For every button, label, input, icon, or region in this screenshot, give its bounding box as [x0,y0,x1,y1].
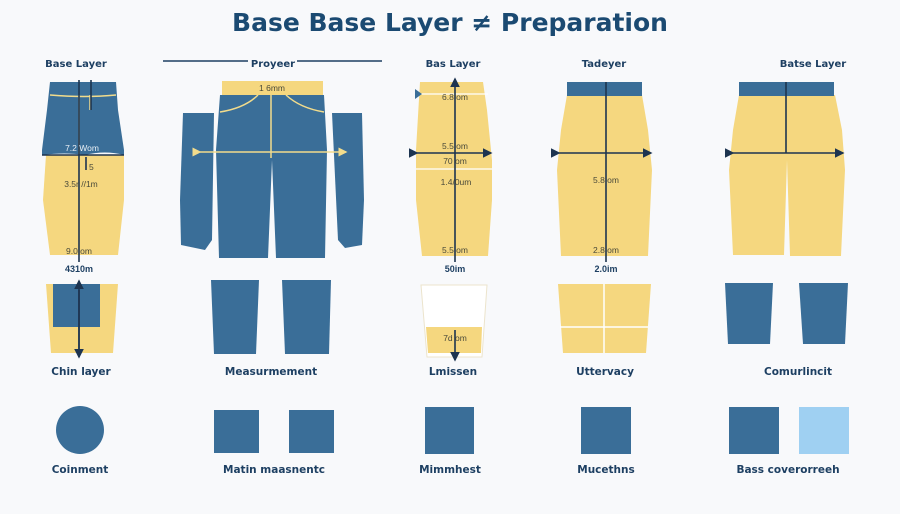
light-blue-swatch [799,407,849,454]
measurement-label: 2.8 om [593,245,619,255]
row2-item-measurmement: Measurmement [211,280,331,378]
row3-item-matin-maasnentc: Matin maasnentc [214,410,334,476]
caption: Lmissen [429,366,477,378]
row2-item-uttervacy: Uttervacy [558,284,651,378]
caption: Mucethns [577,464,635,476]
row3-item-bass-coverorreeh: Bass coverorreeh [729,407,849,476]
row3-item-mucethns: Mucethns [577,407,635,476]
measurement-label: 3.5r //1m [64,179,98,189]
column-heading: Tadeyer [582,59,627,70]
caption: Chin layer [51,366,111,378]
measurement-label: 7d om [443,333,467,343]
garment-base-layer-1: 7.2 Wom 5 3.5r //1m 9.0 om 4310m [42,80,124,274]
measurement-label: 2.0im [594,264,617,274]
column-heading: Batse Layer [780,59,846,70]
measurement-label: 5.8 om [593,175,619,185]
caption: Measurmement [225,366,317,378]
page-title: Base Base Layer ≠ Preparation [232,8,668,37]
measurement-label: 70 om [443,156,467,166]
square-swatch [425,407,474,454]
row3-item-coinment: Coinment [52,406,109,476]
measurement-label: 1.4/0um [441,177,472,187]
garment-tadeyer: 5.8 om 2.8 om 2.0im [551,82,653,274]
measurement-label: 6.8 om [442,92,468,102]
measurement-label: 5.5 om [442,141,468,151]
caption: Coinment [52,464,109,476]
caption: Mimmhest [419,464,481,476]
garment-proyeer: 1 6mm [180,81,364,258]
circle-swatch [56,406,104,454]
square-swatch [289,410,334,453]
row2-item-lmissen: 7d om Lmissen [420,284,488,378]
row3-item-mimmhest: Mimmhest [419,407,481,476]
square-swatch [214,410,259,453]
measurement-label: 7.2 Wom [65,143,99,153]
row2-item-comurlincit: Comurlincit [725,283,848,378]
row2-item-chin-layer: Chin layer [46,279,118,378]
column-heading: Bas Layer [426,59,481,70]
measurement-label: 1 6mm [259,83,285,93]
measurement-label: 5.5 om [442,245,468,255]
measurement-label: 50im [445,264,466,274]
caption: Matin maasnentc [223,464,325,476]
caption: Comurlincit [764,366,832,378]
measurement-label: 9.0 om [66,246,92,256]
measurement-label: 5 [89,162,94,172]
garment-bas-layer: 6.8 om 5.5 om 70 om 1.4/0um 5.5 om 50im [409,77,493,274]
caption: Bass coverorreeh [736,464,839,476]
column-heading: Base Layer [45,59,107,70]
caption: Uttervacy [576,366,634,378]
square-swatch [581,407,631,454]
measurement-label: 4310m [65,264,93,274]
square-swatch [729,407,779,454]
column-heading: Proyeer [251,59,295,70]
garment-batse-layer [725,82,845,256]
